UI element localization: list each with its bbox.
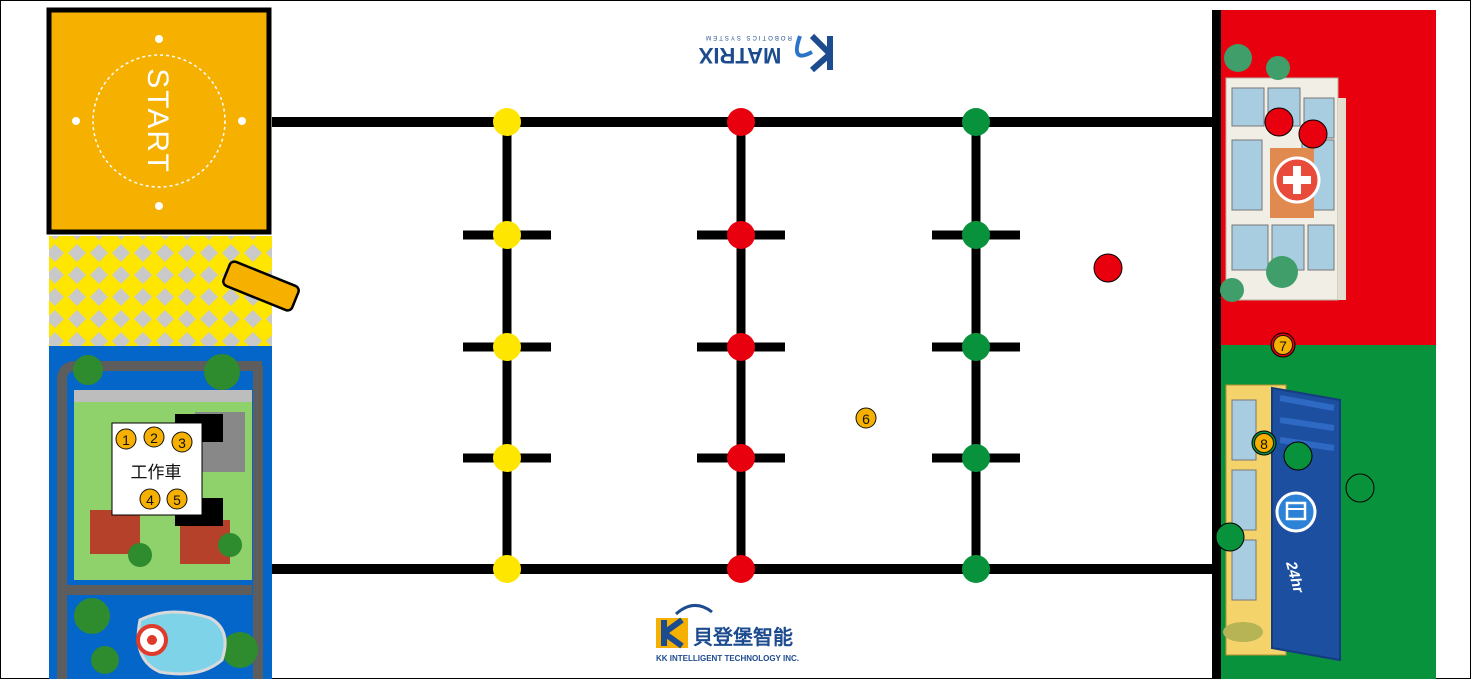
green-ball[interactable] xyxy=(962,333,990,361)
vehicle-slots: 1 2 3 4 5 xyxy=(115,426,193,510)
store-green-ball-1[interactable] xyxy=(1283,441,1313,471)
red-ball[interactable] xyxy=(727,555,755,583)
hospital-marker[interactable]: 7 xyxy=(1270,332,1296,358)
yellow-ball[interactable] xyxy=(493,555,521,583)
green-ball[interactable] xyxy=(962,555,990,583)
orange-block[interactable] xyxy=(222,260,300,312)
yellow-ball[interactable] xyxy=(493,333,521,361)
vehicle-slot-label: 4 xyxy=(146,492,154,508)
hospital-zone[interactable] xyxy=(1220,10,1436,345)
hospital-marker-label: 7 xyxy=(1279,338,1287,354)
vehicle-slot-label: 2 xyxy=(150,430,158,446)
green-ball[interactable] xyxy=(962,221,990,249)
center-marker-label: 6 xyxy=(862,411,870,427)
lattice-zone xyxy=(49,236,272,346)
yellow-column xyxy=(463,108,551,583)
yellow-ball[interactable] xyxy=(493,444,521,472)
red-ball[interactable] xyxy=(727,444,755,472)
red-ball[interactable] xyxy=(727,108,755,136)
vehicle-slot-label: 5 xyxy=(173,492,181,508)
start-zone[interactable]: START xyxy=(46,7,272,235)
red-ball[interactable] xyxy=(727,221,755,249)
vehicle-slot[interactable]: 4 xyxy=(139,488,161,510)
vehicle-slot[interactable]: 1 xyxy=(115,428,137,450)
matrix-logo: MATRIX ROBOTICS SYSTEM xyxy=(698,33,833,73)
green-column xyxy=(932,108,1020,583)
hospital-red-ball-1[interactable] xyxy=(1264,107,1294,137)
center-marker[interactable]: 6 xyxy=(855,407,877,429)
matrix-logo-sub: ROBOTICS SYSTEM xyxy=(704,34,792,40)
green-ball[interactable] xyxy=(962,444,990,472)
vehicle-slot-label: 1 xyxy=(122,432,130,448)
kk-logo-chinese: 貝登堡智能 xyxy=(693,625,793,649)
matrix-logo-text: MATRIX xyxy=(698,43,781,68)
start-label: START xyxy=(141,68,174,174)
red-column xyxy=(697,108,785,583)
vehicle-slot[interactable]: 2 xyxy=(143,426,165,448)
vehicle-slot[interactable]: 5 xyxy=(166,488,188,510)
kk-logo: 貝登堡智能 KK INTELLIGENT TECHNOLOGY INC. xyxy=(656,604,799,663)
store-green-ball-2[interactable] xyxy=(1345,473,1375,503)
yellow-ball[interactable] xyxy=(493,108,521,136)
vehicle-slot-label: 3 xyxy=(178,435,186,451)
yellow-ball[interactable] xyxy=(493,221,521,249)
vehicle-slot[interactable]: 3 xyxy=(171,431,193,453)
kk-logo-english: KK INTELLIGENT TECHNOLOGY INC. xyxy=(656,654,799,663)
store-zone[interactable]: 24hr xyxy=(1215,345,1436,679)
right-divider xyxy=(1212,10,1221,679)
field-red-ball[interactable] xyxy=(1093,253,1123,283)
green-ball[interactable] xyxy=(962,108,990,136)
hospital-red-ball-2[interactable] xyxy=(1298,119,1328,149)
pick-columns xyxy=(463,108,1020,583)
store-marker[interactable]: 8 xyxy=(1251,430,1277,456)
store-marker-label: 8 xyxy=(1260,436,1268,452)
store-green-ball-3[interactable] xyxy=(1215,522,1245,552)
red-ball[interactable] xyxy=(727,333,755,361)
work-vehicle-label: 工作車 xyxy=(131,463,182,483)
